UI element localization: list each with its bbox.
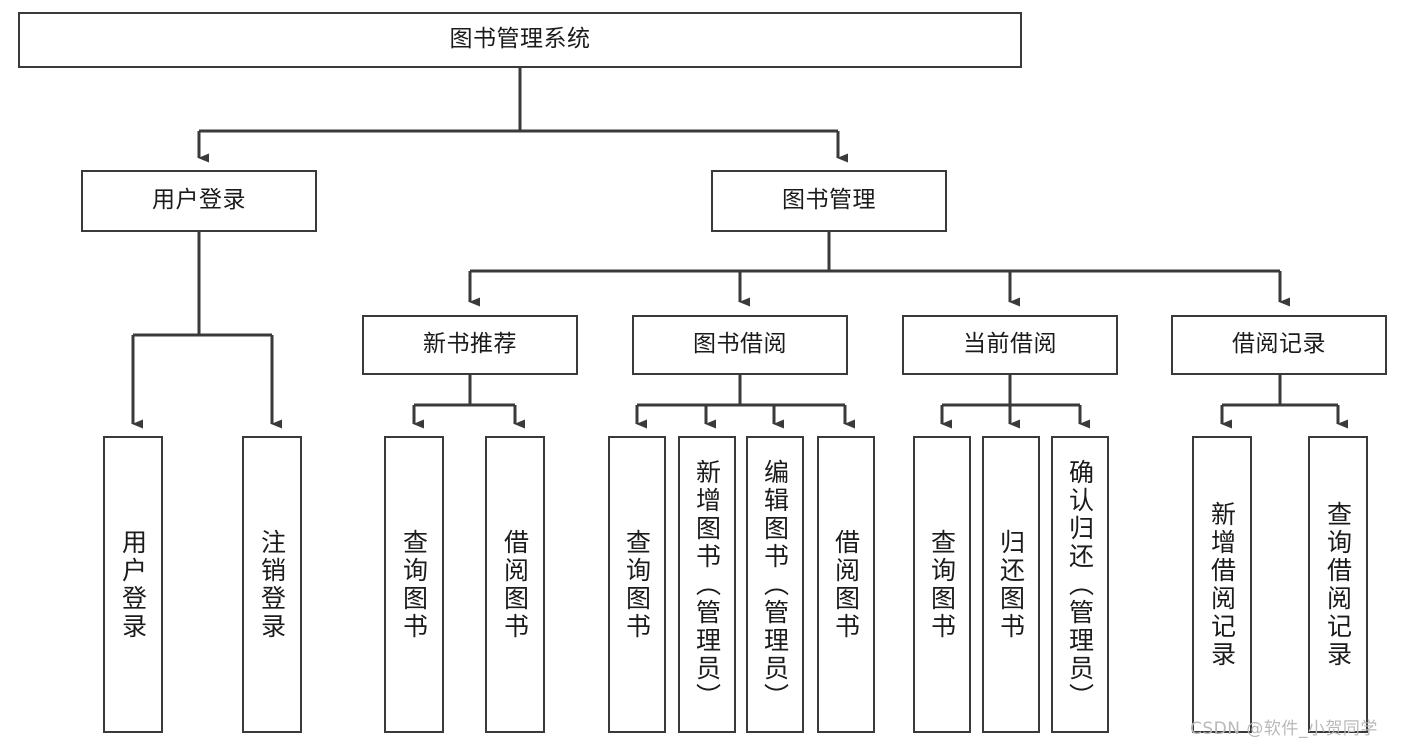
node-label: 新增借阅记录 [1207,500,1237,669]
leaf-user-login-signin[interactable]: 用户登录 [103,436,163,733]
leaf-book-borrow-add[interactable]: 新增图书（管理员） [678,436,736,733]
node-label: 图书管理 [782,187,876,214]
node-label: 新书推荐 [423,331,517,358]
leaf-new-book-query[interactable]: 查询图书 [384,436,444,733]
node-label: 查询图书 [399,528,429,641]
node-root-system[interactable]: 图书管理系统 [18,12,1022,68]
leaf-new-book-borrow[interactable]: 借阅图书 [485,436,545,733]
csdn-watermark: CSDN @软件_小贺同学 [1190,719,1378,739]
node-new-book-recommend[interactable]: 新书推荐 [362,315,578,375]
node-label: 用户登录 [152,187,246,214]
leaf-current-borrow-confirm[interactable]: 确认归还（管理员） [1051,436,1109,733]
leaf-borrow-record-query[interactable]: 查询借阅记录 [1308,436,1368,733]
node-borrow-record[interactable]: 借阅记录 [1171,315,1387,375]
node-label: 编辑图书（管理员） [760,458,790,711]
leaf-user-login-signout[interactable]: 注销登录 [242,436,302,733]
node-label: 查询借阅记录 [1323,500,1353,669]
node-label: 确认归还（管理员） [1065,458,1095,711]
node-label: 借阅图书 [831,528,861,641]
leaf-current-borrow-query[interactable]: 查询图书 [913,436,971,733]
leaf-borrow-record-add[interactable]: 新增借阅记录 [1192,436,1252,733]
node-label: 当前借阅 [963,331,1057,358]
leaf-book-borrow-edit[interactable]: 编辑图书（管理员） [746,436,804,733]
node-label: 借阅图书 [500,528,530,641]
node-current-borrow[interactable]: 当前借阅 [902,315,1118,375]
leaf-book-borrow-query[interactable]: 查询图书 [608,436,666,733]
node-label: 查询图书 [622,528,652,641]
node-label: 图书管理系统 [449,26,591,53]
node-label: 新增图书（管理员） [692,458,722,711]
leaf-book-borrow-lend[interactable]: 借阅图书 [817,436,875,733]
leaf-current-borrow-return[interactable]: 归还图书 [982,436,1040,733]
node-book-borrow[interactable]: 图书借阅 [632,315,848,375]
node-label: 注销登录 [257,528,287,641]
node-label: 借阅记录 [1232,331,1326,358]
node-label: 图书借阅 [693,331,787,358]
node-label: 归还图书 [996,528,1026,641]
node-book-management[interactable]: 图书管理 [711,170,947,232]
node-user-login[interactable]: 用户登录 [81,170,317,232]
node-label: 查询图书 [927,528,957,641]
node-label: 用户登录 [118,528,148,641]
